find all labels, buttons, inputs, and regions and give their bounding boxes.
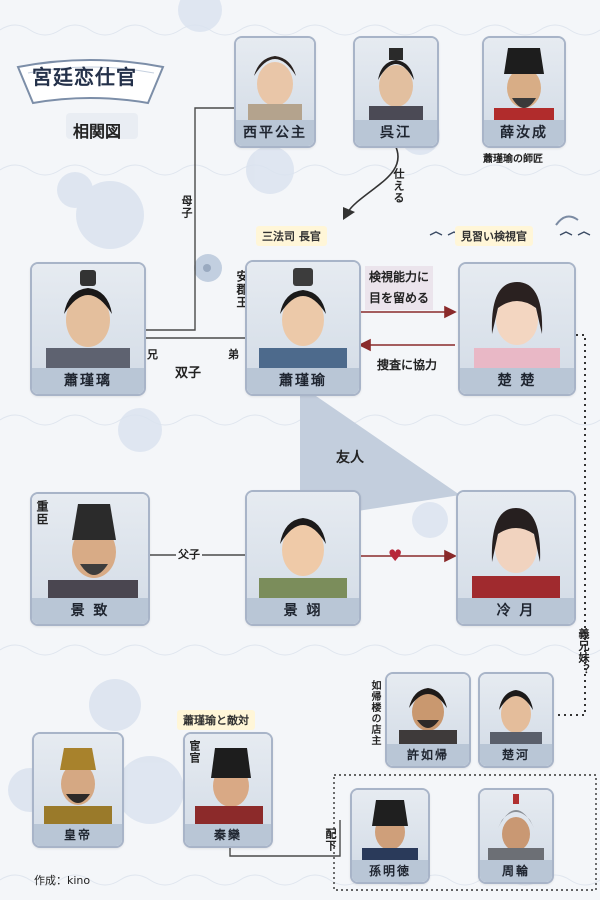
note-younger-brother: 弟 [228,348,239,361]
bird-marks-right [559,231,591,236]
note-notice-line2: 目を留める [365,287,434,310]
card-wujiang[interactable]: 呉江 [353,36,439,148]
friend-triangle [300,385,460,520]
title-fan [16,59,165,139]
name-xiping: 西平公主 [236,120,314,146]
card-lengyue[interactable]: 冷 月 [456,490,576,626]
card-jingyi[interactable]: 景 翊 [245,490,361,626]
note-sworn-siblings: 義兄妹？ [577,628,590,676]
tag-swirl [555,215,579,226]
portrait-qinluan [185,734,271,824]
note-twins: 双子 [175,366,202,381]
note-friend: 友人 [336,450,364,466]
tag-minarai: 見習い検視官 [455,226,533,246]
name-xiaojinyu: 蕭瑾瑜 [247,368,359,394]
sworn-sibling-line [550,334,586,716]
investigation-arrows [357,305,457,563]
name-zhoulun: 周輪 [480,860,552,882]
card-xiping-princess[interactable]: 西平公主 [234,36,316,148]
portrait-sunming [352,790,428,860]
note-mother-son: 母子 [180,195,193,219]
chart-subtitle: 相関図 [73,122,122,141]
name-sunming: 孫明徳 [352,860,428,882]
card-qinluan[interactable]: 秦欒 [183,732,273,848]
note-notice-line1: 検視能力に [365,266,434,289]
portrait-wujiang [355,38,437,120]
subordinates-group-box [333,774,597,891]
note-father-son: 父子 [176,546,202,562]
portrait-xiping [236,38,314,120]
card-xiaojinli[interactable]: 蕭瑾璃 [30,262,146,396]
card-zhoulun[interactable]: 周輪 [478,788,554,884]
tag-sanfasi: 三法司 長官 [256,226,327,246]
note-subordinate: 配下 [324,828,337,852]
portrait-xueru [484,38,564,120]
card-xiaojinyu[interactable]: 蕭瑾瑜 [245,260,361,396]
portrait-lengyue [458,492,574,598]
portrait-xiaojinyu [247,262,359,368]
note-serve: 仕える [392,168,405,204]
portrait-jingzhi [32,494,148,598]
portrait-emperor [34,734,122,824]
card-chuhe[interactable]: 楚河 [478,672,554,768]
card-emperor[interactable]: 皇帝 [32,732,124,848]
portrait-xuru [387,674,469,744]
name-emperor: 皇帝 [34,824,122,846]
name-qinluan: 秦欒 [185,824,271,846]
card-xueru[interactable]: 薛汝成 [482,36,566,148]
card-jingzhi[interactable]: 景 致 [30,492,150,626]
heart-icon: ♥ [388,546,403,565]
serve-arrow-head [343,207,355,220]
name-chuhe: 楚河 [480,744,552,766]
name-xuru: 許如帰 [387,744,469,766]
name-wujiang: 呉江 [355,120,437,146]
blossom-accent [194,254,222,282]
portrait-chuchu [460,264,574,368]
note-inn-owner: 如帰楼の店主 [369,680,380,746]
portrait-chuhe [480,674,552,744]
note-cooperate: 捜査に協力 [377,358,438,372]
note-eunuch: 宦官 [188,740,201,764]
tag-enemy: 蕭瑾瑜と敵対 [177,710,255,730]
name-chuchu: 楚 楚 [460,368,574,394]
note-minister: 重臣 [35,500,49,526]
name-xueru: 薛汝成 [484,120,564,146]
name-jingyi: 景 翊 [247,598,359,624]
card-xuru[interactable]: 許如帰 [385,672,471,768]
serve-arrow [347,144,399,213]
card-sunming[interactable]: 孫明徳 [350,788,430,884]
portrait-jingyi [247,492,359,598]
name-xiaojinli: 蕭瑾璃 [32,368,144,394]
credit-text: 作成：kino [34,874,91,887]
note-xueru-master: 蕭瑾瑜の師匠 [483,154,543,165]
card-chuchu[interactable]: 楚 楚 [458,262,576,396]
name-jingzhi: 景 致 [32,598,148,624]
note-elder-brother: 兄 [147,348,158,361]
portrait-zhoulun [480,790,552,860]
chart-title: 宮廷恋仕官 [32,65,137,89]
name-lengyue: 冷 月 [458,598,574,624]
portrait-xiaojinli [32,264,144,368]
